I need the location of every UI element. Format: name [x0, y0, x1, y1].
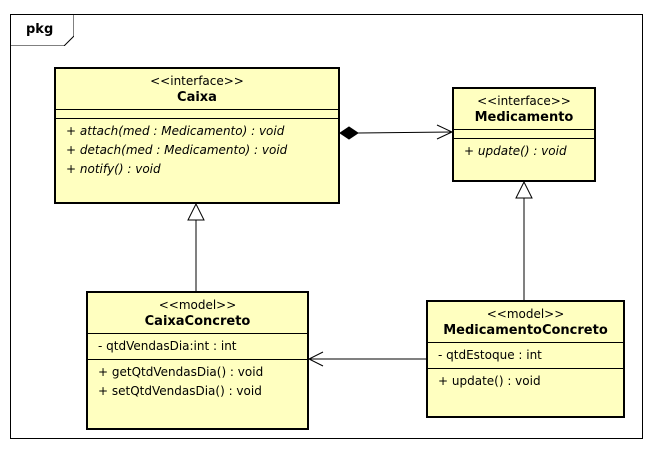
operation: + detach(med : Medicamento) : void — [66, 143, 288, 157]
operation: + notify() : void — [66, 162, 161, 176]
composition-diamond-icon — [339, 126, 359, 140]
realization-triangle-icon — [515, 180, 533, 199]
package-label: pkg — [26, 22, 54, 37]
realization-triangle-icon — [187, 202, 205, 221]
attributes-compartment: - qtdVendasDia:int : int — [88, 334, 307, 360]
class-name: MedicamentoConcreto — [443, 323, 608, 338]
operations-compartment: + getQtdVendasDia() : void + setQtdVenda… — [88, 360, 307, 404]
operation: + setQtdVendasDia() : void — [98, 384, 262, 398]
operation: + update() : void — [438, 374, 541, 388]
composition-line — [357, 131, 453, 134]
stereotype: <<interface>> — [477, 94, 571, 108]
package-tab — [10, 14, 74, 46]
class-name: Caixa — [177, 90, 217, 105]
operations-compartment: + update() : void — [454, 139, 594, 164]
attributes-compartment — [56, 110, 338, 119]
class-name: CaixaConcreto — [144, 314, 251, 329]
class-header: <<interface>> Medicamento — [454, 89, 594, 130]
class-header: <<model>> MedicamentoConcreto — [428, 302, 623, 343]
attribute: - qtdVendasDia:int : int — [98, 339, 237, 353]
class-header: <<interface>> Caixa — [56, 69, 338, 110]
stereotype: <<interface>> — [150, 74, 244, 88]
stereotype: <<model>> — [158, 298, 237, 312]
stereotype: <<model>> — [486, 307, 565, 321]
class-header: <<model>> CaixaConcreto — [88, 293, 307, 334]
class-medicamento-concreto[interactable]: <<model>> MedicamentoConcreto - qtdEstoq… — [426, 300, 625, 418]
attributes-compartment — [454, 130, 594, 139]
class-name: Medicamento — [474, 110, 574, 125]
class-medicamento[interactable]: <<interface>> Medicamento + update() : v… — [452, 87, 596, 182]
operation: + update() : void — [464, 144, 567, 158]
operation: + getQtdVendasDia() : void — [98, 365, 264, 379]
operations-compartment: + attach(med : Medicamento) : void + det… — [56, 119, 338, 182]
operations-compartment: + update() : void — [428, 369, 623, 394]
class-caixa[interactable]: <<interface>> Caixa + attach(med : Medic… — [54, 67, 340, 204]
attributes-compartment: - qtdEstoque : int — [428, 343, 623, 369]
attribute: - qtdEstoque : int — [438, 348, 542, 362]
association-arrowhead-icon — [307, 351, 324, 367]
operation: + attach(med : Medicamento) : void — [66, 124, 285, 138]
class-caixa-concreto[interactable]: <<model>> CaixaConcreto - qtdVendasDia:i… — [86, 291, 309, 430]
